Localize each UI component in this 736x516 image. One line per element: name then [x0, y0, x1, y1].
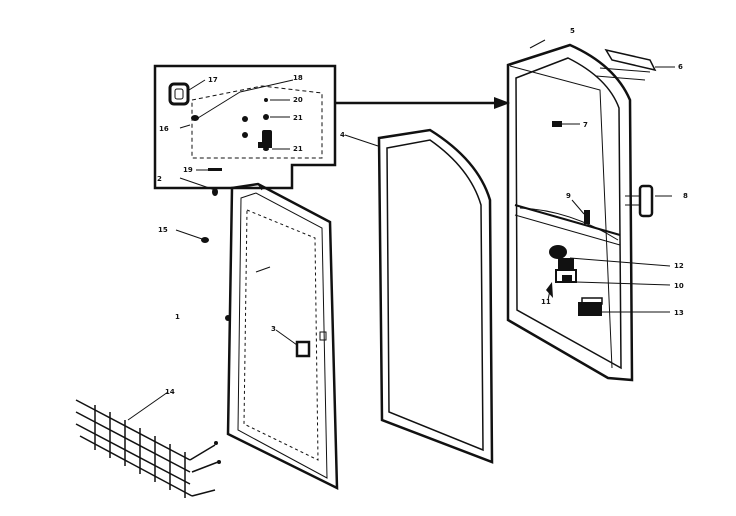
part-7 [552, 121, 562, 127]
inner-door-liner [226, 182, 339, 491]
callout-3: 3 [271, 325, 276, 333]
thermostat-assembly [549, 245, 577, 283]
callout-1: 1 [175, 313, 180, 321]
callout-11: 11 [541, 298, 551, 306]
callout-14: 14 [165, 388, 175, 396]
latch-part-5 [295, 340, 311, 358]
callout-8: 8 [683, 192, 688, 200]
callout-7: 7 [583, 121, 588, 129]
handle-part-8 [638, 184, 654, 218]
callout-leaders [127, 39, 675, 421]
part-13 [578, 302, 602, 316]
callout-19: 19 [183, 166, 193, 174]
handle-part-17 [168, 82, 190, 106]
callout-10: 10 [674, 282, 684, 290]
callout-2: 2 [157, 175, 162, 183]
part-9 [584, 210, 590, 224]
bracket-part-6 [604, 48, 657, 72]
callout-6: 6 [678, 63, 683, 71]
hardware-parts-inset [191, 98, 272, 171]
callout-9: 9 [566, 192, 571, 200]
detail-arrow [335, 97, 510, 109]
callout-13: 13 [674, 309, 684, 317]
detail-inset [153, 64, 337, 190]
callout-labels: 1 2 3 4 5 6 7 8 9 10 11 12 13 14 15 16 1… [157, 27, 688, 396]
callout-17: 17 [208, 76, 218, 84]
callout-15: 15 [158, 226, 168, 234]
callout-21a: 21 [293, 114, 303, 122]
callout-4: 4 [340, 131, 345, 139]
callout-18: 18 [293, 74, 303, 82]
callout-5: 5 [570, 27, 575, 35]
callout-21b: 21 [293, 145, 303, 153]
wire-shelf-part-14 [75, 399, 219, 498]
door-gasket [377, 128, 494, 464]
callout-20: 20 [293, 96, 303, 104]
callout-16: 16 [159, 125, 169, 133]
outer-door-panel [506, 43, 657, 382]
leader-dots [201, 188, 231, 464]
callout-12: 12 [674, 262, 684, 270]
